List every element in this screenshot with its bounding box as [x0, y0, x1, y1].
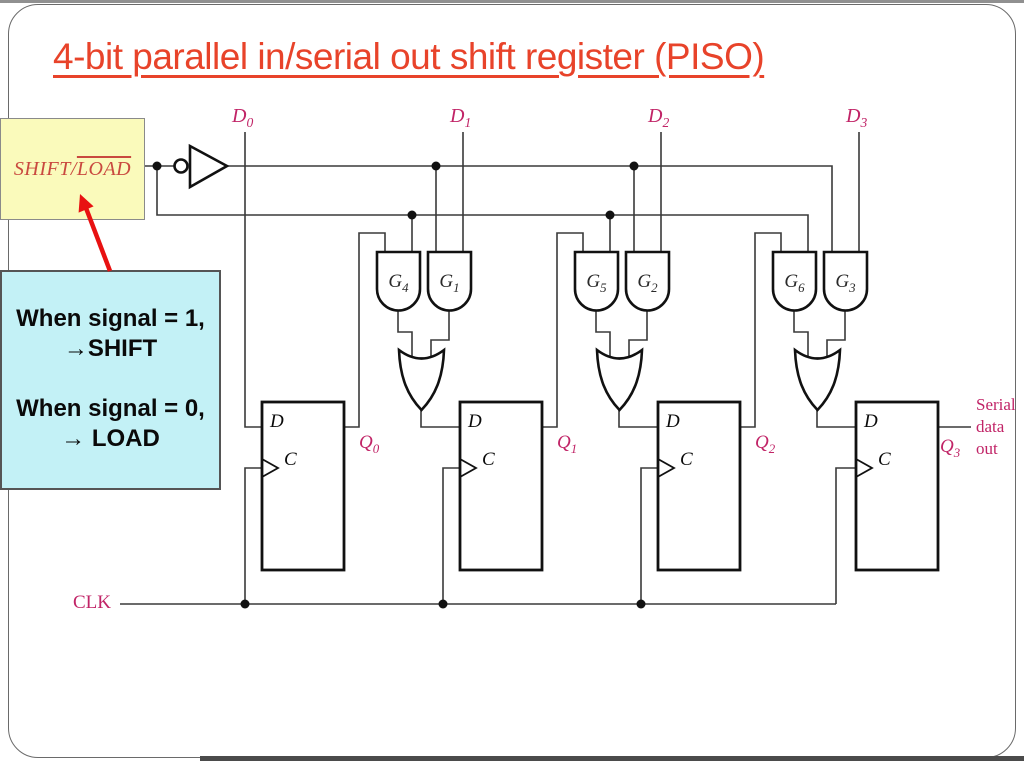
red-arrow-head-icon: [78, 194, 94, 213]
flip-flop-0: [260, 400, 346, 572]
junction-dots: [152, 161, 646, 609]
and-gate-g3: [822, 250, 869, 312]
and-gates: [375, 250, 869, 312]
clock-wedge-icon: [261, 458, 280, 478]
wire-and-to-or: [397, 310, 846, 358]
wire-d0-input: [244, 132, 262, 428]
wire-q-feedbacks: [344, 232, 782, 428]
gate-label-g6: G6: [784, 271, 805, 295]
page-title: 4-bit parallel in/serial out shift regis…: [53, 36, 765, 77]
d1-label: D1: [450, 105, 472, 130]
top-edge-bar: [0, 0, 1024, 3]
and-gate-g2: [624, 250, 671, 312]
serial-out-line: out: [976, 439, 998, 458]
gate-label-g1: G1: [439, 271, 460, 295]
note-line: When signal = 1,: [16, 305, 205, 332]
inverter-triangle-icon: [188, 143, 230, 190]
clock-wedge-icon: [855, 458, 874, 478]
bottom-bar: [200, 756, 1024, 761]
note-line: →SHIFT: [63, 335, 158, 362]
ff1-d-label: D: [468, 411, 482, 432]
wire-line-b-shift: [156, 166, 809, 252]
ff0-d-label: D: [270, 411, 284, 432]
clock-wedge-icon: [459, 458, 478, 478]
junction-dot: [152, 161, 162, 171]
or-gate-3: [793, 347, 842, 412]
q3-label: Q3: [940, 436, 961, 460]
junction-dot: [438, 599, 448, 609]
q0-label: Q0: [359, 432, 380, 456]
gate-label-g5: G5: [586, 271, 607, 295]
and-gate-g1: [426, 250, 473, 312]
ff3-d-label: D: [864, 411, 878, 432]
flip-flop-1: [458, 400, 544, 572]
red-arrow-shaft: [83, 207, 113, 272]
wire-d-inputs: [462, 132, 860, 252]
junction-dot: [636, 599, 646, 609]
junction-dot: [407, 210, 417, 220]
inverter-bubble-icon: [173, 158, 189, 174]
junction-dot: [240, 599, 250, 609]
note-callout-box: When signal = 1, →SHIFT When signal = 0,…: [0, 270, 221, 490]
gate-label-g3: G3: [835, 271, 856, 295]
or-gate-1: [397, 347, 446, 412]
red-arrow: [78, 194, 113, 272]
clk-label: CLK: [73, 592, 111, 613]
serial-data-out-label: Serial data out: [976, 394, 1016, 460]
shift-load-label: SHIFT/LOAD: [13, 157, 132, 180]
and-gate-g4: [375, 250, 422, 312]
q2-label: Q2: [755, 432, 776, 456]
inverter: [173, 143, 230, 190]
or-gates: [397, 347, 842, 412]
d2-label: D2: [648, 105, 670, 130]
wire-or-to-ff: [420, 409, 857, 428]
or-gate-2: [595, 347, 644, 412]
junction-dot: [629, 161, 639, 171]
gate-label-g4: G4: [388, 271, 409, 295]
clock-wedge-icon: [657, 458, 676, 478]
and-gate-g5: [573, 250, 620, 312]
d0-label: D0: [232, 105, 254, 130]
flip-flop-2: [656, 400, 742, 572]
wire-line-b-drops: [411, 215, 611, 252]
gate-label-g2: G2: [637, 271, 658, 295]
ff2-c-label: C: [680, 449, 693, 470]
ff1-c-label: C: [482, 449, 495, 470]
serial-out-line: Serial: [976, 395, 1016, 414]
d3-label: D3: [846, 105, 868, 130]
wire-clk-branches: [244, 467, 855, 604]
junction-dot: [605, 210, 615, 220]
wires: [120, 132, 971, 605]
note-line: → LOAD: [61, 425, 160, 452]
shift-load-callout-box: SHIFT/LOAD: [0, 118, 145, 220]
wire-line-a-drops: [435, 166, 635, 252]
flip-flops: [260, 400, 940, 572]
flip-flop-3: [854, 400, 940, 572]
junction-dot: [431, 161, 441, 171]
and-gate-g6: [771, 250, 818, 312]
ff3-c-label: C: [878, 449, 891, 470]
ff0-c-label: C: [284, 449, 297, 470]
ff2-d-label: D: [666, 411, 680, 432]
note-line: When signal = 0,: [16, 395, 205, 422]
q1-label: Q1: [557, 432, 578, 456]
wire-line-a-load: [227, 165, 833, 252]
serial-out-line: data: [976, 417, 1005, 436]
